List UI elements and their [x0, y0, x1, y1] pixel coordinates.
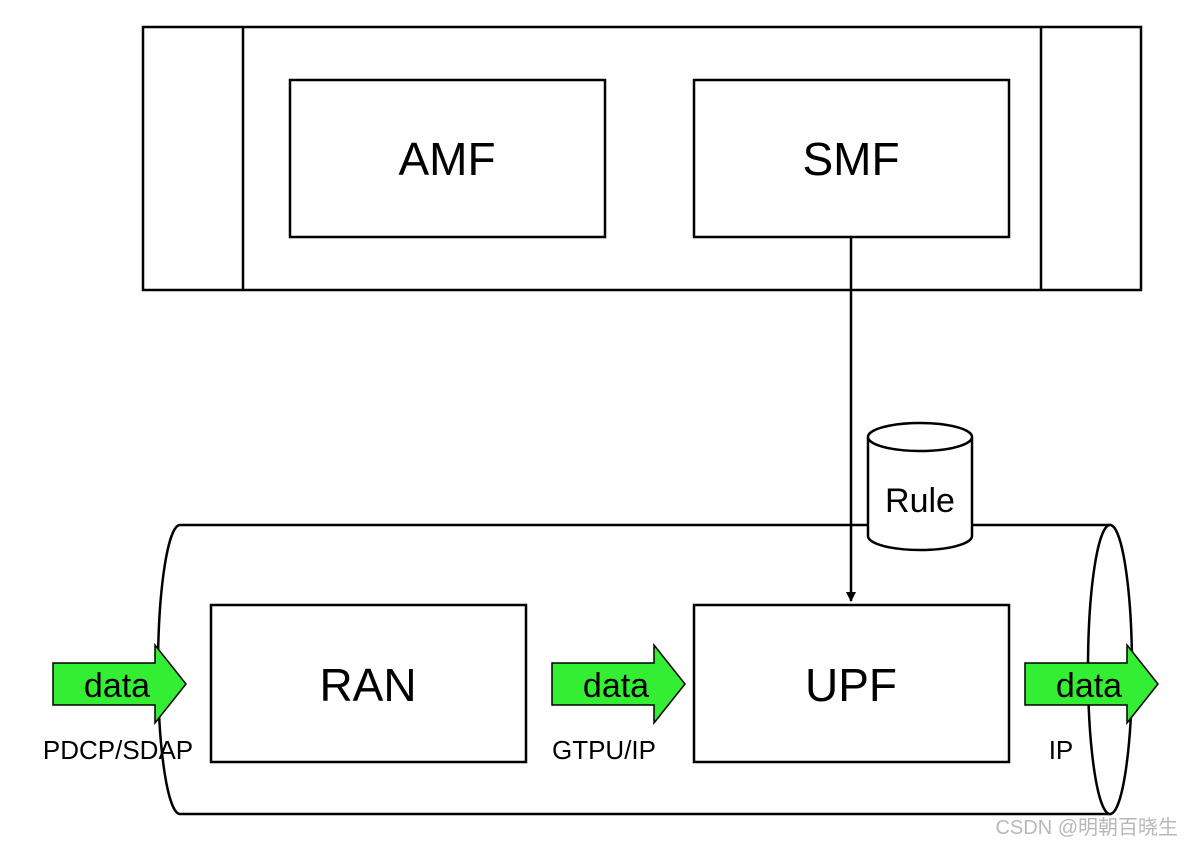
smf-node: SMF: [692, 78, 1011, 239]
data-arrow-3: [1024, 642, 1159, 726]
rule-db-body: [866, 437, 974, 552]
amf-label: AMF: [398, 133, 495, 185]
ran-node: RAN: [209, 603, 528, 764]
ran-label: RAN: [319, 659, 416, 711]
rule-label: Rule: [885, 482, 955, 520]
data-arrow-1-label: data: [84, 667, 150, 705]
data-flow-3: data IP: [1024, 642, 1159, 765]
data-arrow-1: [52, 642, 187, 726]
flow-2-protocol: GTPU/IP: [552, 735, 656, 765]
amf-node: AMF: [288, 78, 607, 239]
data-arrow-2-label: data: [583, 667, 649, 705]
upf-label: UPF: [805, 659, 897, 711]
smf-box: [692, 78, 1011, 239]
data-flow-1: data PDCP/SDAP: [43, 642, 193, 765]
flow-3-protocol: IP: [1049, 735, 1074, 765]
rule-db-top: [866, 421, 974, 453]
rule-database: Rule: [866, 421, 974, 552]
amf-box: [288, 78, 607, 239]
data-arrow-3-label: data: [1056, 667, 1122, 705]
flow-1-protocol: PDCP/SDAP: [43, 735, 193, 765]
smf-label: SMF: [802, 133, 899, 185]
data-arrow-2: [551, 642, 686, 726]
ran-box: [209, 603, 528, 764]
data-flow-2: data GTPU/IP: [551, 642, 686, 765]
upf-box: [692, 603, 1011, 764]
watermark: CSDN @明朝百晓生: [995, 816, 1178, 839]
upf-node: UPF: [692, 603, 1011, 764]
